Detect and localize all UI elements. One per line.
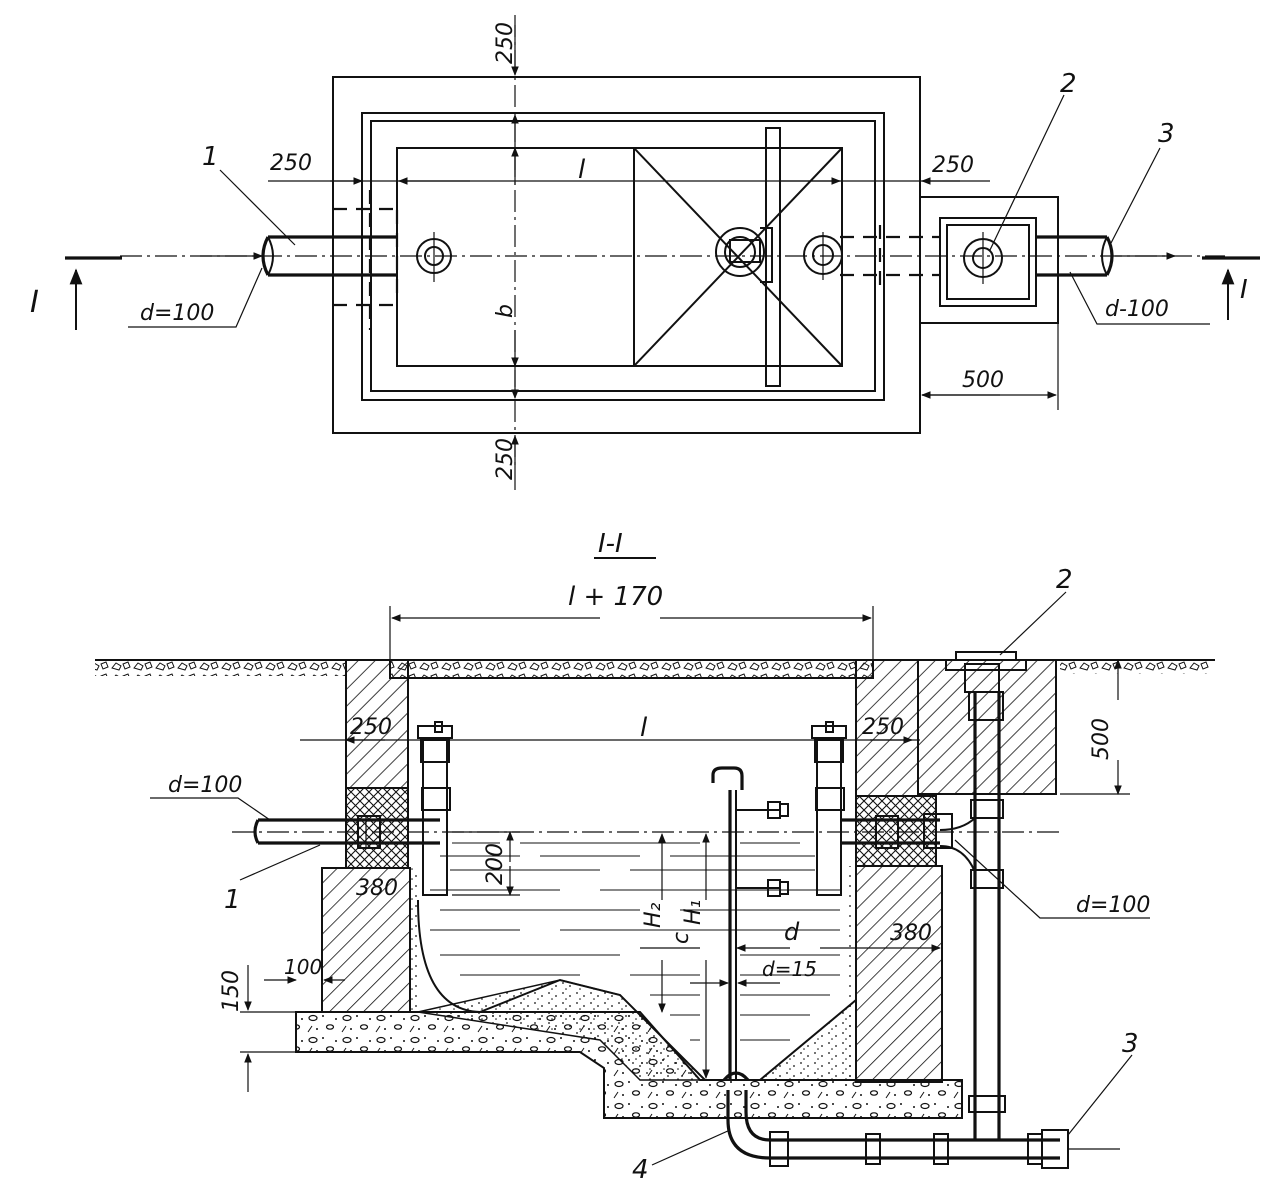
section-dim-380-left: 380 [356,876,398,901]
plan-dim-bottom: 250 [493,438,518,480]
section-pipe-in-d: d=100 [168,773,242,798]
section-dim-l170: l + 170 [568,582,663,612]
section-label-h1: H₁ [681,900,706,925]
section-callout-3: 3 [1122,1029,1139,1059]
plan-section-mark-right: I [1240,275,1248,305]
section-callout-4: 4 [632,1155,649,1185]
plan-callout-2: 2 [1060,69,1077,99]
plan-ladder [765,127,781,387]
plan-callout-1: 1 [202,142,219,172]
plan-dim-l: l [578,155,586,185]
section-dim-200: 200 [483,843,508,885]
section-title: I-I [598,529,623,559]
section-label-d: d [784,918,800,946]
section-left-insulation [345,787,409,869]
section-callout-1: 1 [224,885,241,915]
section-dim-150: 150 [219,970,244,1012]
plan-well-outer [919,196,1059,324]
plan-view: I I 250 b 250 250 l 250 500 1 d=100 [30,15,1260,490]
section-right-wall-lower [855,865,943,1083]
plan-callout-3: 3 [1158,119,1175,149]
plan-dim-b: b [493,304,518,318]
section-right-wall-upper [855,659,919,797]
section-left-wall-upper [345,659,409,789]
section-pipe-out-d: d=100 [1076,893,1150,918]
plan-section-mark-left: I [30,285,39,320]
plan-outer-slab [332,76,921,434]
section-dim-l: l [640,713,648,743]
section-dim-500: 500 [1089,718,1114,760]
section-view: I-I l + 170 [95,529,1215,1185]
section-well-block [917,659,1057,795]
plan-dim-top: 250 [493,22,518,64]
plan-dim-right: 250 [932,153,974,178]
section-dim-380-right: 380 [890,921,932,946]
plan-pipe-out-d: d-100 [1105,297,1169,322]
section-right-insulation [855,795,937,867]
plan-well-inner [946,224,1030,300]
plan-dim-left: 250 [270,151,312,176]
section-water [430,842,840,1041]
section-dim-100: 100 [284,955,322,979]
plan-pipe-in-d: d=100 [140,301,214,326]
section-label-d15: d=15 [762,957,817,981]
section-dim-250-left: 250 [350,715,392,740]
section-label-c: c [669,932,694,944]
plan-dim-500: 500 [962,368,1004,393]
section-dim-250-right: 250 [862,715,904,740]
section-callout-2: 2 [1056,565,1073,595]
section-label-h2: H₂ [641,902,666,928]
plan-well-mid [939,217,1037,307]
section-cover-slab [389,659,874,679]
